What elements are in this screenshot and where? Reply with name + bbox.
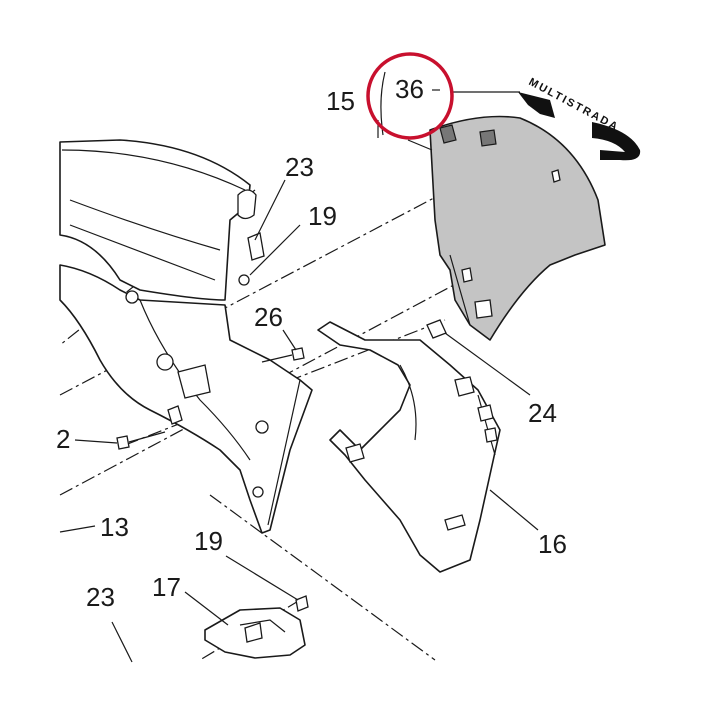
leader-lines [59,89,539,663]
speed-nut-23 [247,232,265,261]
fairing-crease-2 [69,224,216,281]
panel-tab-bottom [444,514,466,531]
leader-17 [184,591,229,626]
leader-23-top [254,179,286,241]
access-cover [177,364,211,399]
callout-2: 2 [56,424,70,454]
bracket-tab [244,622,263,643]
fairing-edge-line [61,149,246,191]
clip-24 [426,319,447,339]
panel-crease [399,364,417,441]
leader-26 [282,329,297,351]
front-panel-shaded [429,115,606,341]
highlight-circle [366,52,454,140]
leader-16 [489,489,539,531]
left-fairing-upper [59,139,251,301]
callout-labels: 36 15 23 19 26 24 2 13 16 19 17 23 [56,74,567,612]
front-panel-fastener-1 [439,124,457,144]
callout-19-top: 19 [308,201,337,231]
left-fairing-lower [59,264,313,534]
callout-36: 36 [395,74,424,104]
fairing-tab [167,405,183,425]
front-panel-hole [551,169,561,183]
fairing-mount-bracket [237,189,257,220]
panel-slot-upper [454,376,475,397]
panel-tab-left [345,443,365,463]
callout-23-bottom: 23 [86,582,115,612]
callout-15: 15 [326,86,355,116]
callout-23-top: 23 [285,152,314,182]
callout-24: 24 [528,398,557,428]
screw-2-shank [128,431,166,443]
front-panel-slot [461,267,473,283]
callout-16: 16 [538,529,567,559]
front-panel-fastener-2 [479,129,497,147]
panel-slot-lower [484,427,498,443]
leader-2 [74,439,118,444]
leader-19-bottom [225,555,299,601]
front-panel-inner-edge [449,254,471,326]
leader-23-bottom [111,621,133,663]
fairing-rear-edge [267,379,301,526]
screw-2 [116,435,130,450]
screw-26 [291,347,305,361]
bracket-17 [204,607,306,659]
decal-2-stroke [592,122,641,161]
screw-19-bottom [295,595,309,612]
front-panel-clip [474,299,493,319]
screw-26-shank [261,354,293,363]
screw-19-top [238,274,250,286]
callout-26: 26 [254,302,283,332]
left-fairing-assembly [59,139,313,534]
callout-17: 17 [152,572,181,602]
leader-19-top [249,224,301,276]
axis-line-5 [209,494,436,661]
callout-19-bottom: 19 [194,526,223,556]
fairing-inner-ridge [139,299,251,461]
front-panel-body [429,115,606,341]
panel-slot-middle [477,404,494,422]
callout-13: 13 [100,512,129,542]
panel-edge [477,394,496,456]
bracket-ridge [239,619,286,633]
grommet-bottom [252,486,264,498]
side-panel-body [317,321,501,573]
leader-13 [59,525,96,533]
grommet-middle [156,353,174,371]
side-panel-16 [317,321,501,573]
leader-15 [407,139,433,151]
leader-24 [444,332,531,396]
fairing-crease-1 [69,199,221,251]
grommet-upper [125,290,139,304]
decal-v-stroke [518,92,555,118]
grommet-lower [255,420,269,434]
